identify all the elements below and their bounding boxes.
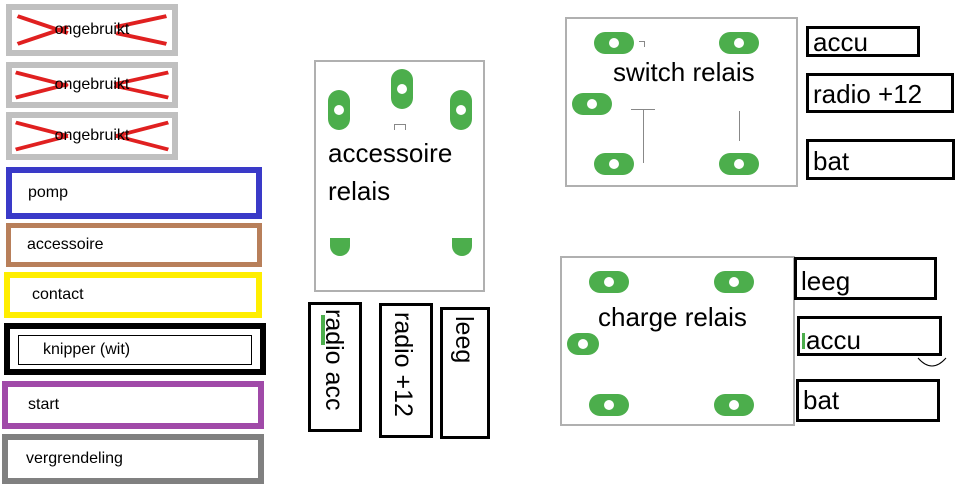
charge-relay: charge relais bbox=[560, 256, 795, 426]
output-label: leeg bbox=[450, 316, 478, 364]
wire-label: ongebruikt bbox=[54, 76, 130, 93]
wire-blinker: knipper (wit) bbox=[4, 323, 266, 375]
relay-title: charge relais bbox=[598, 302, 747, 332]
relay-pin-half bbox=[330, 238, 350, 256]
relay-trace bbox=[739, 111, 740, 141]
relay-pin bbox=[391, 69, 413, 109]
relay-title: switch relais bbox=[613, 57, 755, 87]
relay-pin bbox=[572, 93, 612, 115]
switch-label-bat: bat bbox=[806, 139, 955, 180]
output-radio-acc: radio acc bbox=[308, 302, 362, 432]
relay-pin-half bbox=[452, 238, 472, 256]
wire-label: ongebruikt bbox=[54, 127, 130, 144]
wire-label: ongebruikt bbox=[54, 21, 130, 38]
switch-label-accu: accu bbox=[806, 26, 920, 57]
red-cross-icon bbox=[15, 70, 169, 100]
output-leeg: leeg bbox=[440, 307, 490, 439]
relay-pin bbox=[328, 90, 350, 130]
wire-contact: contact bbox=[4, 272, 262, 318]
wire-label: vergrendeling bbox=[26, 450, 123, 467]
relay-pin bbox=[714, 271, 754, 293]
red-cross-icon bbox=[16, 14, 168, 46]
wire-start: start bbox=[2, 381, 264, 429]
wire-label: pomp bbox=[28, 184, 69, 201]
relay-pin bbox=[589, 271, 629, 293]
wire-label: contact bbox=[32, 286, 84, 303]
relay-title: accessoire bbox=[328, 138, 453, 168]
charge-label-bat: bat bbox=[796, 379, 940, 422]
wire-unused-3: ongebruikt bbox=[6, 112, 178, 160]
relay-pin bbox=[567, 333, 599, 355]
label-text: radio +12 bbox=[813, 79, 923, 109]
relay-trace bbox=[643, 109, 644, 163]
charge-label-accu: accu bbox=[797, 316, 942, 356]
relay-pin bbox=[594, 32, 634, 54]
red-cross-icon bbox=[15, 120, 169, 152]
relay-title: relais bbox=[328, 176, 391, 206]
wire-pump: pomp bbox=[6, 167, 262, 219]
label-text: leeg bbox=[801, 266, 851, 296]
output-label: radio acc bbox=[320, 309, 348, 411]
relay-pin bbox=[594, 153, 634, 175]
charge-label-leeg: leeg bbox=[794, 257, 937, 300]
relay-pin bbox=[714, 394, 754, 416]
wire-unused-1: ongebruikt bbox=[6, 4, 178, 56]
wire-label: accessoire bbox=[27, 236, 104, 253]
wire-label: knipper (wit) bbox=[43, 341, 131, 358]
label-text: accu bbox=[806, 325, 861, 355]
label-text: bat bbox=[813, 146, 850, 176]
wire-unused-2: ongebruikt bbox=[6, 62, 178, 108]
green-mark bbox=[802, 333, 805, 349]
output-radio-12: radio +12 bbox=[379, 303, 433, 438]
arc-mark bbox=[917, 357, 947, 367]
relay-trace bbox=[394, 124, 406, 130]
label-text: bat bbox=[803, 385, 840, 415]
relay-pin bbox=[719, 32, 759, 54]
relay-trace bbox=[639, 41, 645, 47]
relay-pin bbox=[589, 394, 629, 416]
label-text: accu bbox=[813, 27, 868, 57]
wire-label: start bbox=[28, 396, 60, 413]
relay-pin bbox=[450, 90, 472, 130]
wire-lock: vergrendeling bbox=[2, 434, 264, 484]
switch-label-radio12: radio +12 bbox=[806, 73, 954, 113]
output-label: radio +12 bbox=[389, 312, 417, 417]
wire-accessory: accessoire bbox=[6, 223, 262, 267]
switch-relay: switch relais bbox=[565, 17, 798, 187]
accessory-relay: accessoire relais bbox=[314, 60, 485, 292]
relay-pin bbox=[719, 153, 759, 175]
wire-blinker-inner: knipper (wit) bbox=[18, 335, 252, 365]
green-mark bbox=[321, 315, 325, 345]
